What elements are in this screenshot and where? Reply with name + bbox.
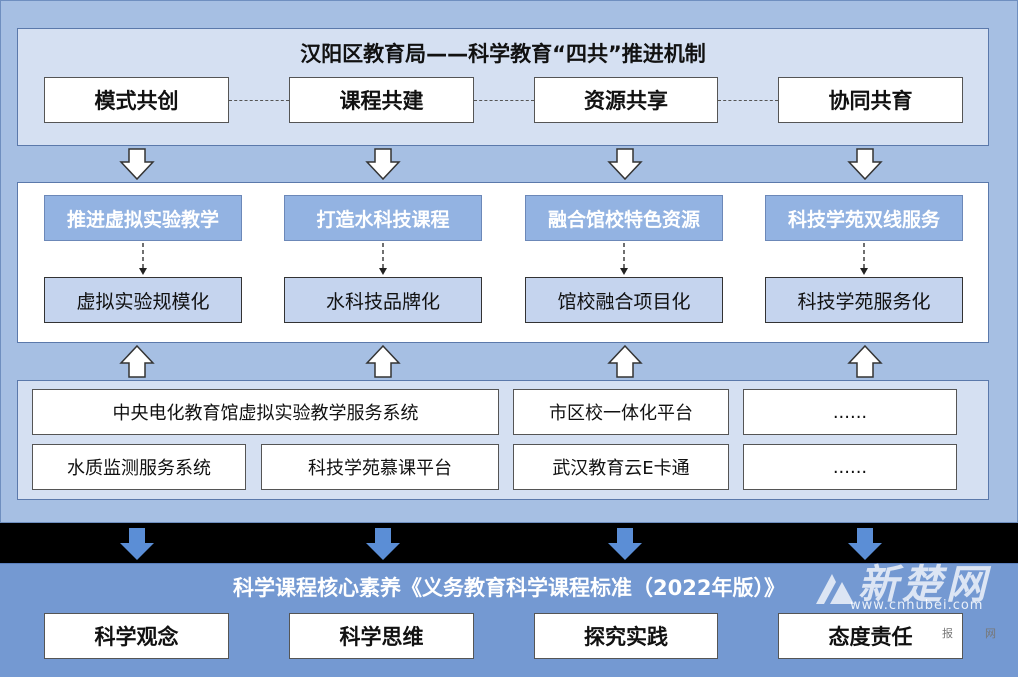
practice-header-1: 推进虚拟实验教学 [44, 195, 242, 241]
practice-item-2: 水科技品牌化 [284, 277, 482, 323]
literacy-box-4: 态度责任 [778, 613, 963, 659]
down-arrow-icons [119, 148, 883, 181]
platform-box: ...... [743, 389, 957, 435]
down-arrow-icon [847, 148, 883, 181]
literacy-box-3: 探究实践 [534, 613, 718, 659]
arrowhead-icon [139, 268, 147, 275]
platform-box: 水质监测服务系统 [32, 444, 246, 490]
watermark-emblem-icon [816, 574, 854, 604]
literacy-box-1: 科学观念 [44, 613, 229, 659]
watermark-url: www.cnhubei.com [850, 598, 984, 613]
arrowhead-icon [860, 268, 868, 275]
platform-box: 科技学苑慕课平台 [261, 444, 499, 490]
down-arrow-icon [120, 528, 154, 560]
down-arrow-icon [365, 148, 401, 181]
up-arrow-icon [119, 344, 155, 378]
down-arrow-icon [366, 528, 400, 560]
practice-header-2: 打造水科技课程 [284, 195, 482, 241]
practice-header-3: 融合馆校特色资源 [525, 195, 723, 241]
connector-line [718, 100, 778, 101]
arrowhead-icon [620, 268, 628, 275]
down-arrow-icon [119, 148, 155, 181]
platform-box: 中央电化教育馆虚拟实验教学服务系统 [32, 389, 499, 435]
core-literacy-title: 科学课程核心素养《义务教育科学课程标准（2022年版）》 [233, 576, 785, 600]
dashed-arrow-icons [139, 243, 868, 275]
watermark-char: 网 [985, 627, 996, 640]
watermark-logo: 新楚网 [812, 552, 990, 610]
platform-box: 市区校一体化平台 [513, 389, 729, 435]
down-arrow-icon [607, 148, 643, 181]
practice-header-4: 科技学苑双线服务 [765, 195, 963, 241]
top-box-2: 课程共建 [289, 77, 474, 123]
practice-item-3: 馆校融合项目化 [525, 277, 723, 323]
practice-item-1: 虚拟实验规模化 [44, 277, 242, 323]
down-arrow-icon [848, 528, 882, 560]
top-box-1: 模式共创 [44, 77, 229, 123]
top-box-3: 资源共享 [534, 77, 718, 123]
platform-box: 武汉教育云E卡通 [513, 444, 729, 490]
practice-item-4: 科技学苑服务化 [765, 277, 963, 323]
solid-arrow-icons [120, 528, 882, 560]
arrowhead-icon [379, 268, 387, 275]
connector-line [474, 100, 534, 101]
watermark-char: 报 [942, 627, 953, 640]
up-arrow-icons [119, 344, 883, 378]
diagram-title: 汉阳区教育局——科学教育“四共”推进机制 [300, 42, 706, 66]
literacy-box-2: 科学思维 [289, 613, 474, 659]
connector-line [229, 100, 289, 101]
up-arrow-icon [365, 344, 401, 378]
top-box-4: 协同共育 [778, 77, 963, 123]
platform-box: ...... [743, 444, 957, 490]
down-arrow-icon [608, 528, 642, 560]
up-arrow-icon [607, 344, 643, 378]
up-arrow-icon [847, 344, 883, 378]
